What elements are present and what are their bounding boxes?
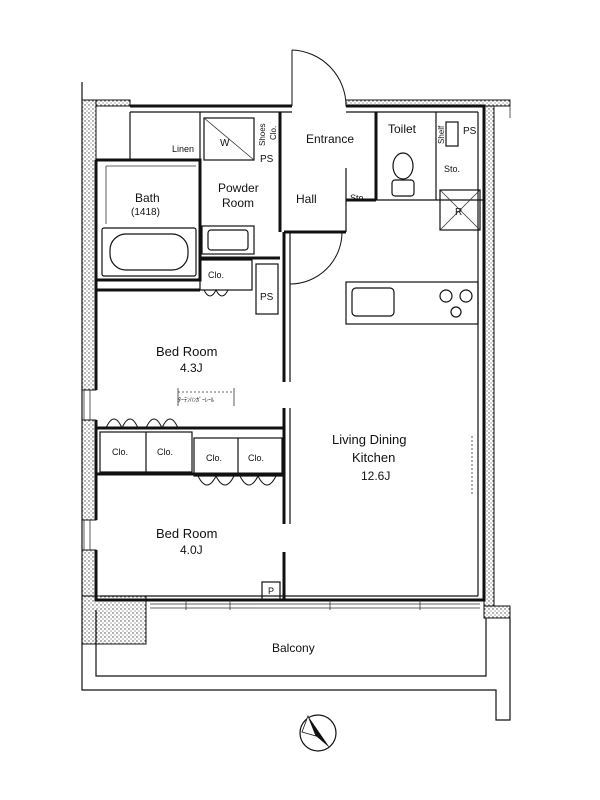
ps-mid-label: PS	[260, 292, 274, 303]
outer-lines	[81, 82, 511, 721]
linen-label: Linen	[172, 144, 194, 154]
closet-doors	[105, 288, 277, 486]
bath-label: Bath	[135, 191, 160, 205]
pipe-shaft-box	[261, 581, 281, 601]
ps-toilet-label: PS	[463, 126, 477, 137]
ldk-label-line1: Living Dining	[332, 432, 406, 447]
closet-small-label: Clo.	[208, 270, 224, 280]
stove-burners	[439, 289, 473, 318]
labels: Entrance Toilet Shelf PS Shoes Clo. Line…	[112, 122, 477, 655]
closet-d-label: Clo.	[248, 453, 264, 463]
p-label: P	[268, 586, 274, 596]
bedroom2-size-label: 4.0J	[180, 543, 203, 557]
toilet-fixture	[391, 121, 459, 197]
refrigerator-label: R	[455, 207, 462, 218]
powder-room-label-line2: Room	[222, 196, 254, 210]
bath-size-label: (1418)	[131, 207, 160, 218]
windows	[83, 390, 480, 610]
sto-hall-label: Sto.	[350, 193, 366, 203]
ldk-size-label: 12.6J	[361, 469, 390, 483]
balcony-label: Balcony	[272, 641, 315, 655]
interior-walls	[94, 104, 486, 602]
washer-label: W	[220, 138, 230, 149]
refrigerator-space	[439, 189, 481, 231]
bathtub	[101, 165, 197, 277]
closet-c-label: Clo.	[206, 453, 222, 463]
closet-b-label: Clo.	[157, 447, 173, 457]
powder-room-label-line1: Powder	[218, 181, 259, 195]
entrance-door	[291, 49, 347, 107]
entrance-label: Entrance	[306, 132, 354, 146]
sto-toilet-label: Sto.	[444, 164, 460, 174]
toilet-label: Toilet	[388, 122, 417, 136]
kitchen-counter	[345, 281, 479, 325]
closet-a-label: Clo.	[112, 447, 128, 457]
vanity-sink	[201, 225, 255, 255]
bedroom1-size-label: 4.3J	[180, 361, 203, 375]
shoes-clo-label-line1: Shoes	[258, 123, 267, 146]
washer-space	[203, 117, 255, 161]
north-compass-icon	[299, 714, 337, 752]
ps-powder-label: PS	[260, 154, 274, 165]
bedroom1-name-label: Bed Room	[156, 344, 217, 359]
shoes-clo-label-line2: Clo.	[269, 126, 278, 140]
hall-door	[289, 231, 343, 285]
bedroom2-name-label: Bed Room	[156, 526, 217, 541]
shelf-label: Shelf	[437, 125, 446, 144]
ldk-label-line2: Kitchen	[352, 450, 395, 465]
curtain-rail	[177, 388, 473, 496]
curtain-rail-label: ﾀｰﾃﾝﾊﾝｶﾞｰﾚｰﾙ	[178, 397, 214, 404]
hall-label: Hall	[296, 192, 317, 206]
exterior-walls	[81, 99, 511, 645]
